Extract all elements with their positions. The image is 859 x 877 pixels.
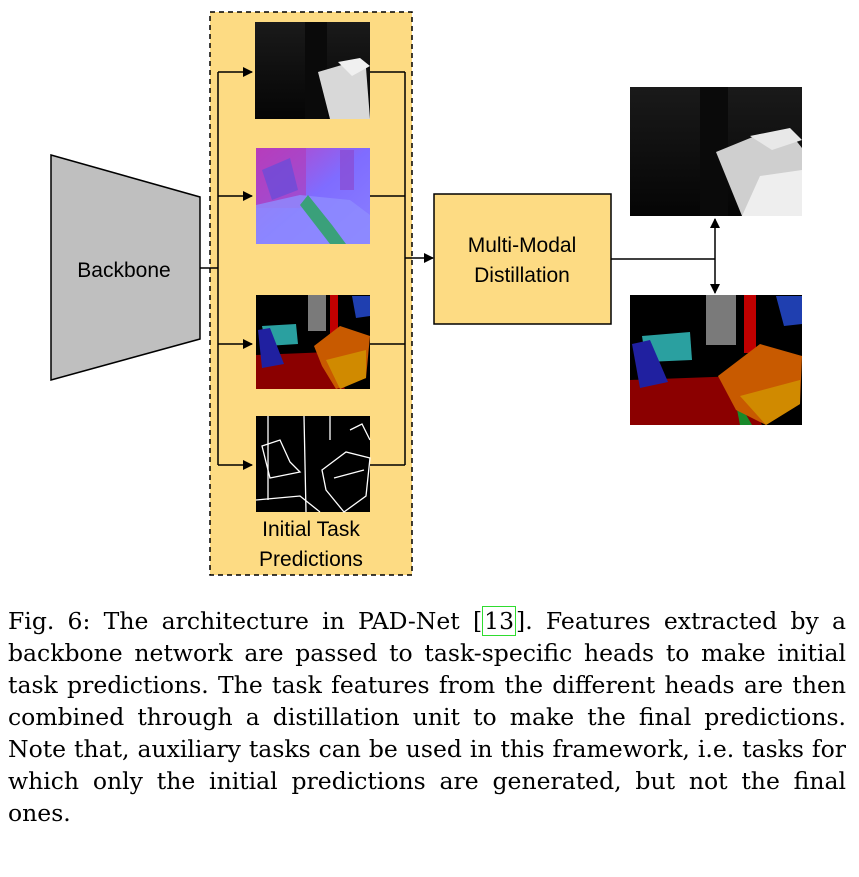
pad-net-diagram: Backbone (50, 11, 802, 576)
citation-link[interactable]: 13 (482, 606, 517, 636)
surface-normals-thumbnail (256, 148, 370, 244)
backbone-label: Backbone (77, 259, 170, 282)
heads-to-distillation-lines (370, 71, 434, 466)
figure-caption: Fig. 6: The architecture in PAD-Net [13]… (8, 605, 846, 829)
distillation-to-outputs-arrows (611, 218, 720, 294)
distillation-block (433, 193, 612, 325)
backbone-to-heads-arrows (200, 67, 253, 470)
distillation-label-line2: Distillation (474, 264, 570, 287)
distillation-label-line1: Multi-Modal (468, 234, 577, 257)
initial-predictions-label-line1: Initial Task (262, 518, 360, 541)
edge-detection-thumbnail (255, 415, 371, 513)
initial-predictions-label-line2: Predictions (259, 548, 363, 571)
caption-body: ]. Features extracted by a backbone netw… (8, 607, 847, 827)
backbone-block (50, 154, 201, 381)
caption-prefix: Fig. 6: The architecture in PAD-Net [ (8, 607, 483, 635)
segmentation-thumbnail (256, 295, 370, 389)
depth-prediction-thumbnail (255, 22, 370, 119)
final-depth-output (630, 87, 802, 216)
final-segmentation-output (630, 295, 802, 425)
